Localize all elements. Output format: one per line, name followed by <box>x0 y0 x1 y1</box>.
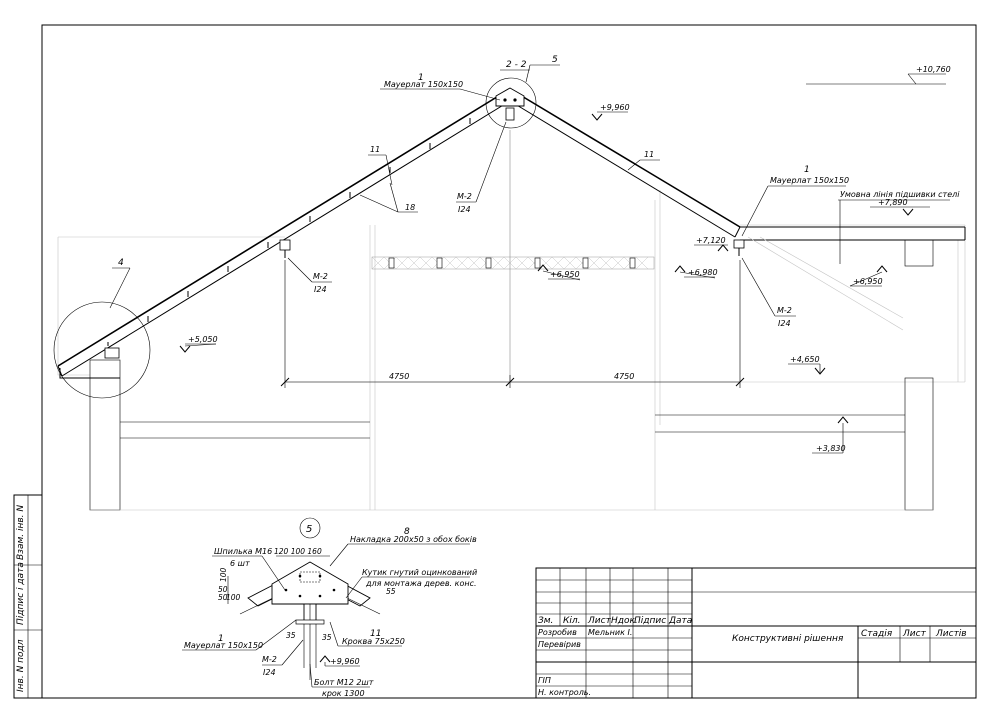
left-sidebar-stamp: Інв. N подл Підпис і дата Взам. інв. N <box>13 494 43 699</box>
mark-7120: +7,120 <box>696 236 726 245</box>
stamp-lystiv: Листів <box>935 629 967 639</box>
detail-bolt: Болт М12 2шт <box>314 678 374 687</box>
roof-section <box>53 77 966 511</box>
ridge-detail-circle <box>485 77 537 129</box>
stamp-h-kil: Кіл. <box>563 616 581 626</box>
span-dimensions: 4750 4750 <box>280 260 745 388</box>
detail-pos1: 1 <box>218 634 224 644</box>
mark-6950-right: +6,950 <box>853 277 883 286</box>
right-rafter-top <box>514 91 741 228</box>
detail-m2: М-2 <box>262 655 277 664</box>
detail-kutyk2: для монтажа дерев. конс. <box>365 579 477 588</box>
label-pos11-left: 11 <box>370 145 380 154</box>
stamp-h-lyst: Лист <box>587 616 612 626</box>
label-pos1-right: 1 <box>804 165 810 175</box>
label-m2-right: М-2 <box>777 306 792 315</box>
sidebar-pidpys: Підпис і дата <box>16 562 26 625</box>
ceiling-insulation-band <box>371 256 655 270</box>
detail-dim-left1: 100 <box>219 567 228 582</box>
mark-6950-center: +6,950 <box>550 270 580 279</box>
detail-nakladka: Накладка 200x50 з обох боків <box>350 535 477 544</box>
title-block: Зм. Кіл. Лист Ндок. Підпис Дата Розробив… <box>535 567 977 699</box>
elevation-marks: +10,760 +9,960 +7,890 +7,120 +6,950 +6,9… <box>179 65 951 454</box>
detail-number-circle <box>299 517 321 539</box>
label-mauerlat-right: Мауерлат 150x150 <box>770 176 849 185</box>
stamp-r-nkontrol: Н. контроль. <box>538 688 591 697</box>
detail-dim-right: 55 <box>386 587 396 596</box>
mark-3830: +3,830 <box>816 444 846 453</box>
label-pos1-top: 1 <box>418 73 424 83</box>
detail-dim35b: 35 <box>322 633 332 642</box>
label-pos18: 18 <box>405 203 415 212</box>
callouts: 1 Мауерлат 150x150 2 - 2 5 11 18 11 1 Ма… <box>109 55 960 328</box>
stamp-h-ndok: Ндок. <box>611 616 638 626</box>
stamp-r-gip: ГІП <box>538 676 551 685</box>
dim-span-right: 4750 <box>614 372 634 381</box>
dim-span-left: 4750 <box>389 372 409 381</box>
stamp-stadia: Стадія <box>861 629 893 639</box>
mark-6980: +6,980 <box>688 268 718 277</box>
sidebar-inv: Інв. N подл <box>16 639 26 692</box>
left-rafter-top <box>57 91 506 367</box>
label-pos11-right: 11 <box>644 150 654 159</box>
detail-dim-left3: 50 <box>218 593 228 602</box>
sheet-frame <box>41 24 977 699</box>
label-i24-left: I24 <box>314 285 327 294</box>
detail-mark-9960: +9,960 <box>330 657 360 666</box>
label-ceiling-line: Умовна лінія підшивки стелі <box>840 190 960 199</box>
detail-dim35a: 35 <box>286 631 296 640</box>
mark-10760: +10,760 <box>916 65 951 74</box>
right-rafter-bottom <box>514 103 736 238</box>
detail-kutyk1: Кутик гнутий оцинкований <box>362 568 477 577</box>
label-mauerlat-top: Мауерлат 150x150 <box>384 80 463 89</box>
stamp-h-zm: Зм. <box>538 616 553 626</box>
stamp-h-data: Дата <box>668 616 692 626</box>
label-m2-left: М-2 <box>313 272 328 281</box>
label-i24-ridge: I24 <box>458 205 471 214</box>
detail-krok: крок 1300 <box>322 689 365 698</box>
stamp-r-rozrobyv: Розробив <box>538 628 577 637</box>
detail-dim-left2: 50 <box>218 585 228 594</box>
mark-5050: +5,050 <box>188 335 218 344</box>
detail-node-5: 5 120 100 160 100 50 50 100 55 8 Н <box>182 517 477 698</box>
detail-title-num: 5 <box>306 524 312 535</box>
detail-mauerlat: Мауерлат 150x150 <box>184 641 263 650</box>
stamp-r-pereviryv: Перевірив <box>538 640 581 649</box>
mark-7890: +7,890 <box>878 198 908 207</box>
detail-shpylka-qty: 6 шт <box>230 559 250 568</box>
eave-detail-circle <box>53 301 151 399</box>
mark-9960: +9,960 <box>600 103 630 112</box>
stamp-r-name: Мельник І. <box>588 628 632 637</box>
detail-pos11: 11 <box>370 629 381 639</box>
mark-4650: +4,650 <box>790 355 820 364</box>
detail-pos8: 8 <box>404 527 410 537</box>
sidebar-vzam: Взам. інв. N <box>16 505 26 560</box>
label-i24-right: I24 <box>778 319 791 328</box>
stamp-lyst: Лист <box>902 629 927 639</box>
detail-krokva: Кроква 75x250 <box>342 637 405 646</box>
label-node5: 5 <box>552 55 558 65</box>
stamp-h-pidpys: Підпис <box>634 616 666 626</box>
detail-i24: I24 <box>263 668 276 677</box>
detail-dim-left4: 100 <box>226 593 241 602</box>
detail-shpylka: Шпилька М16 <box>214 547 272 556</box>
label-section-22: 2 - 2 <box>506 60 527 70</box>
detail-dim-top: 120 100 160 <box>274 547 322 556</box>
label-pos4: 4 <box>118 258 124 268</box>
label-m2-ridge: М-2 <box>457 192 472 201</box>
stamp-title: Конструктивні рішення <box>732 634 844 644</box>
